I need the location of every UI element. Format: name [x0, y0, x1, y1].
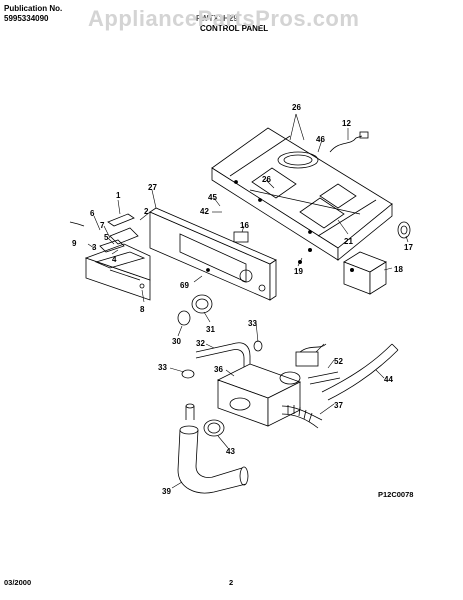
callout-8: 8 — [140, 305, 145, 314]
callout-43: 43 — [226, 447, 235, 456]
leader-lines — [87, 113, 409, 489]
footer-date: 03/2000 — [4, 578, 32, 587]
part-screw — [139, 283, 145, 289]
publication-label: Publication No. — [4, 4, 63, 13]
callout-31: 31 — [206, 325, 215, 334]
callout-33: 33 — [248, 319, 257, 328]
callout-33-b: 33 — [158, 363, 167, 372]
part-inlet-hose — [307, 371, 339, 379]
callout-45: 45 — [208, 193, 217, 202]
callout-18: 18 — [394, 265, 403, 274]
part-clip — [69, 221, 85, 227]
callout-17: 17 — [404, 243, 413, 252]
diagram-code: P12C0078 — [378, 490, 414, 499]
callout-5: 5 — [104, 233, 109, 242]
callout-39: 39 — [162, 487, 171, 496]
part-bezel — [191, 294, 213, 314]
callout-42: 42 — [200, 207, 209, 216]
part-fill-valve — [295, 351, 319, 367]
part-console-panel — [149, 207, 277, 301]
watermark: AppliancePartsPros.com — [88, 6, 360, 31]
callout-21: 21 — [344, 237, 353, 246]
callout-46: 46 — [316, 135, 325, 144]
callout-36: 36 — [214, 365, 223, 374]
callout-6: 6 — [90, 209, 95, 218]
part-dispenser-drawer — [84, 243, 151, 301]
part-seal — [203, 419, 225, 437]
part-control-board — [233, 231, 249, 243]
part-hose — [195, 342, 251, 372]
callout-53: 69 — [180, 281, 189, 290]
footer-page-number: 2 — [229, 578, 234, 587]
callout-32: 32 — [196, 339, 205, 348]
part-cable-connector — [359, 131, 369, 139]
part-elbow-hose — [177, 403, 249, 494]
part-pump-housing — [216, 363, 302, 427]
part-clamp — [181, 369, 195, 379]
part-valve-wire — [299, 343, 327, 353]
callout-37: 37 — [334, 401, 343, 410]
callout-1: 1 — [116, 191, 121, 200]
part-corrugated-hose — [281, 405, 323, 421]
callout-12: 12 — [342, 119, 351, 128]
callout-19: 19 — [294, 267, 303, 276]
callout-16: 16 — [240, 221, 249, 230]
part-clamp-2 — [253, 340, 263, 352]
part-knob — [177, 310, 191, 326]
part-junction-box — [343, 251, 387, 295]
callout-4: 4 — [112, 255, 117, 264]
callout-27: 27 — [148, 183, 157, 192]
callout-2: 2 — [144, 207, 149, 216]
model-code: FWTX3H29 — [196, 14, 238, 23]
part-frame — [211, 127, 393, 261]
part-dispenser-insert — [109, 227, 139, 245]
part-motor-cap — [397, 221, 411, 239]
callout-3: 3 — [92, 243, 97, 252]
callout-44: 44 — [384, 375, 393, 384]
callout-26: 26 — [292, 103, 301, 112]
part-cable — [329, 135, 363, 153]
callout-52: 52 — [334, 357, 343, 366]
callout-9: 9 — [72, 239, 77, 248]
callout-labels: 26 12 46 26 27 1 2 6 7 5 9 3 4 8 45 42 1… — [72, 103, 413, 496]
part-dispenser-cap — [107, 213, 135, 227]
callout-26-b: 26 — [262, 175, 271, 184]
part-drain-hose — [321, 343, 393, 393]
publication-number: 5995334090 — [4, 14, 49, 23]
callout-30: 30 — [172, 337, 181, 346]
callout-7: 7 — [100, 221, 105, 230]
section-title: CONTROL PANEL — [200, 24, 269, 33]
